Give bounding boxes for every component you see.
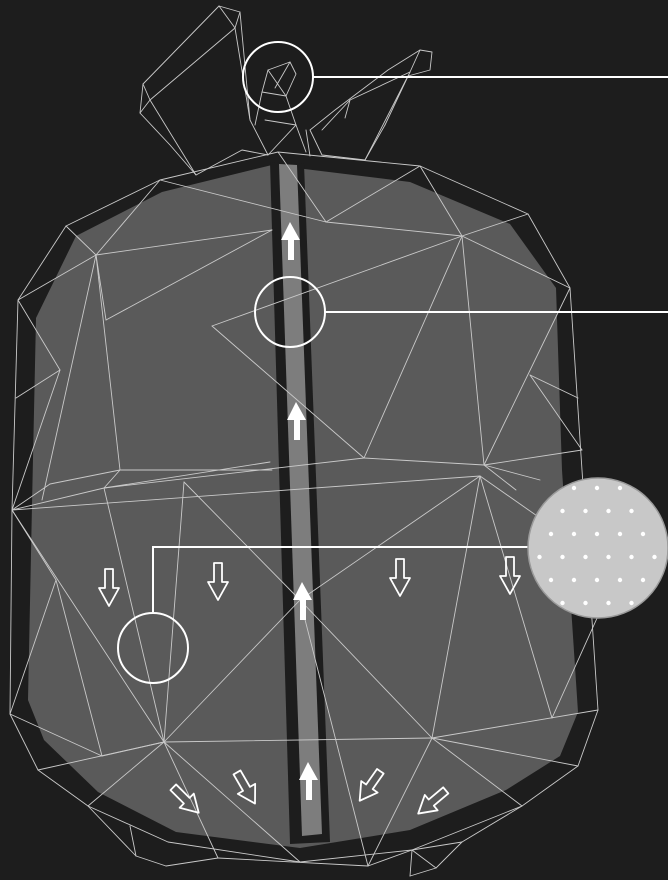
texture-dot xyxy=(629,555,633,559)
texture-dot xyxy=(560,555,564,559)
texture-dot xyxy=(595,578,599,582)
texture-dot xyxy=(641,532,645,536)
texture-dot xyxy=(572,486,576,490)
texture-dot xyxy=(652,555,656,559)
texture-dot xyxy=(629,509,633,513)
texture-dot xyxy=(549,578,553,582)
texture-dot xyxy=(629,601,633,605)
texture-dot xyxy=(606,555,610,559)
texture-dot xyxy=(583,509,587,513)
texture-dot xyxy=(537,555,541,559)
texture-dot xyxy=(560,601,564,605)
texture-dot xyxy=(572,532,576,536)
texture-dot xyxy=(595,532,599,536)
callout-stem-detail xyxy=(243,42,668,112)
texture-dot xyxy=(606,601,610,605)
texture-dot xyxy=(572,578,576,582)
texture-dot xyxy=(595,486,599,490)
texture-dot xyxy=(618,486,622,490)
texture-dot xyxy=(583,555,587,559)
texture-dot xyxy=(560,509,564,513)
callout-circle xyxy=(243,42,313,112)
texture-dot xyxy=(618,532,622,536)
texture-dot xyxy=(583,601,587,605)
texture-dot xyxy=(641,578,645,582)
texture-dot xyxy=(606,509,610,513)
texture-swatch xyxy=(528,478,668,618)
texture-dot xyxy=(618,578,622,582)
texture-dot xyxy=(549,532,553,536)
